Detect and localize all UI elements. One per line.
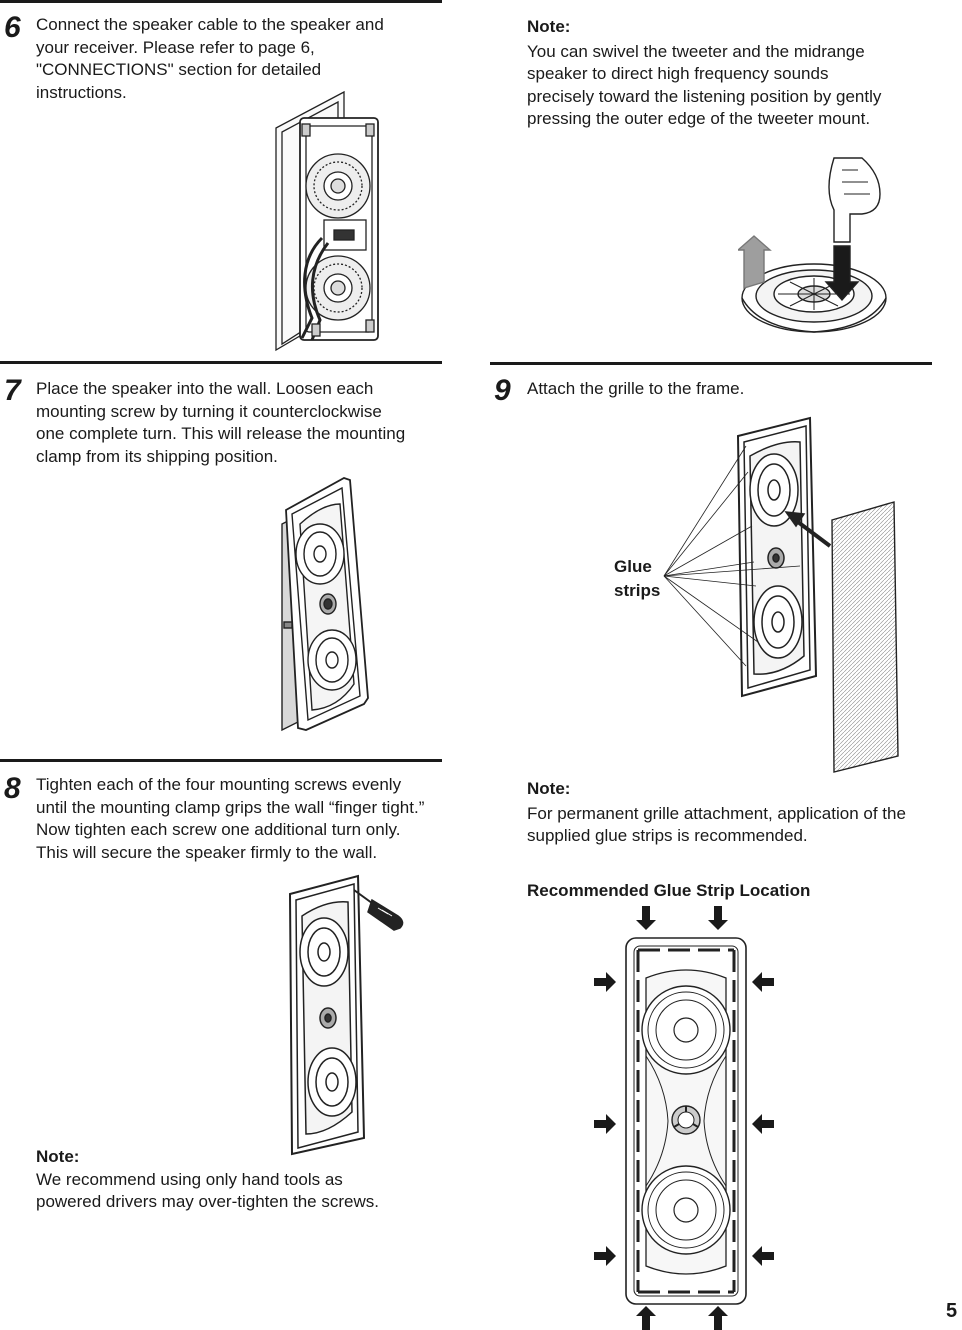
step-9-number: 9 — [494, 374, 511, 407]
page-number: 5 — [946, 1300, 958, 1322]
step-6-text: Connect the speaker cable to the speaker… — [36, 14, 384, 104]
text-line: For permanent grille attachment, applica… — [527, 803, 906, 823]
text-line: mounting screw by turning it countercloc… — [36, 401, 382, 421]
text-line: instructions. — [36, 82, 127, 102]
glue-label-line: Glue — [614, 557, 652, 576]
speaker-wiring-illustration — [275, 90, 379, 352]
note-label: Note: — [527, 779, 571, 798]
step-8-text: Tighten each of the four mounting screws… — [36, 774, 424, 864]
grille-attach-illustration — [663, 416, 899, 773]
tighten-screws-illustration — [288, 874, 404, 1156]
glue-label-line: strips — [614, 581, 661, 600]
tweeter-swivel-illustration — [738, 157, 887, 333]
glue-strips-label: Glue strips — [614, 555, 660, 603]
section-rule-6 — [0, 0, 442, 3]
text-line: until the mounting clamp grips the wall … — [36, 797, 425, 817]
text-line: Place the speaker into the wall. Loosen … — [36, 379, 374, 398]
text-line: Tighten each of the four mounting screws… — [36, 775, 402, 794]
note-swivel: Note: You can swivel the tweeter and the… — [527, 16, 881, 131]
text-line: You can swivel the tweeter and the midra… — [527, 41, 865, 61]
text-line: clamp from its shipping position. — [36, 446, 278, 466]
text-line: Connect the speaker cable to the speaker… — [36, 15, 384, 34]
step-7-text: Place the speaker into the wall. Loosen … — [36, 378, 405, 468]
text-line: pressing the outer edge of the tweeter m… — [527, 109, 871, 128]
section-rule-8 — [0, 759, 442, 762]
text-line: We recommend using only hand tools as — [36, 1169, 343, 1189]
note-tools: Note: We recommend using only hand tools… — [36, 1146, 379, 1214]
text-line: Now tighten each screw one additional tu… — [36, 820, 401, 839]
text-line: speaker to direct high frequency sounds — [527, 64, 829, 83]
text-line: This will secure the speaker firmly to t… — [36, 842, 378, 862]
section-rule-7 — [0, 361, 442, 364]
step-8-number: 8 — [4, 772, 21, 805]
step-6-number: 6 — [4, 11, 21, 44]
text-line: precisely toward the listening position … — [527, 86, 882, 106]
section-rule-9 — [490, 362, 932, 365]
step-7-number: 7 — [4, 374, 21, 407]
text-line: supplied glue strips is recommended. — [527, 826, 808, 845]
note-grille: Note: For permanent grille attachment, a… — [527, 778, 906, 848]
text-line: "CONNECTIONS" section for detailed — [36, 60, 322, 79]
note-label: Note: — [36, 1147, 80, 1166]
note-label: Note: — [527, 17, 571, 36]
speaker-into-wall-illustration — [281, 477, 369, 732]
glue-strip-location-diagram — [594, 906, 774, 1330]
step-9-text: Attach the grille to the frame. — [527, 379, 745, 398]
text-line: your receiver. Please refer to page 6, — [36, 37, 315, 57]
text-line: one complete turn. This will release the… — [36, 424, 406, 443]
text-line: powered drivers may over-tighten the scr… — [36, 1192, 379, 1211]
glue-location-title: Recommended Glue Strip Location — [527, 881, 811, 900]
